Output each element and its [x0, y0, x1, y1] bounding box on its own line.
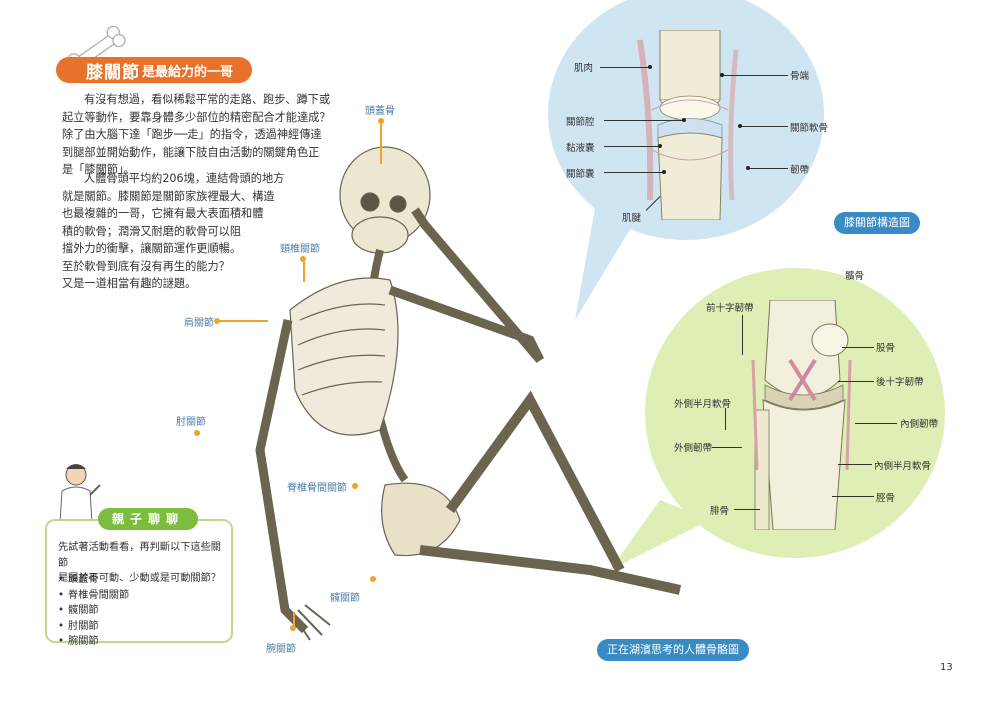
leader-line: [220, 320, 268, 322]
text-line: 積的軟骨；潤滑又耐磨的軟骨可以阻: [62, 224, 242, 238]
leader-dot: [648, 65, 652, 69]
text-line: 起立等動作，要靠身體多少部位的精密配合才能達成？: [62, 110, 331, 124]
leader-dot: [746, 166, 750, 170]
leader-line: [740, 126, 788, 127]
label-skull: 頭蓋骨: [365, 106, 395, 117]
leader-line: [604, 120, 684, 121]
list-item: 頭蓋骨: [58, 572, 129, 588]
leader-dot: [720, 73, 724, 77]
leader-line: [600, 67, 650, 68]
parent-child-tab: 親子聊聊: [98, 508, 198, 530]
label-bone-end: 骨端: [790, 71, 810, 82]
joint-dot: [194, 430, 200, 436]
leader-line: [832, 496, 874, 497]
leader-dot: [682, 118, 686, 122]
text-line: 至於軟骨到底有沒有再生的能力？: [62, 259, 230, 273]
label-lateral-meniscus: 外側半月軟骨: [674, 399, 732, 410]
label-pcl: 後十字韌帶: [876, 377, 924, 388]
text-line: 除了由大腦下達「跑步──走」的指令，透過神經傳達: [62, 128, 322, 141]
label-synovial-bursa: 黏液囊: [566, 143, 595, 154]
title-sub: 是最給力的一哥: [142, 64, 234, 80]
joint-dot: [378, 118, 384, 124]
label-cervical-joint: 頸椎關節: [280, 244, 320, 255]
title-banner: 膝關節 是最給力的一哥: [56, 57, 252, 83]
joint-dot: [290, 625, 296, 631]
skeleton-illustration: [255, 146, 682, 641]
leader-line: [855, 423, 897, 424]
leader-line: [722, 75, 788, 76]
label-femur: 股骨: [876, 343, 896, 354]
label-acl: 前十字韌帶: [706, 303, 754, 314]
label-shoulder-joint: 肩關節: [184, 318, 214, 329]
parent-child-list: 頭蓋骨 脊椎骨間關節 髖關節 肘關節 腕關節: [58, 572, 129, 650]
leader-dot: [658, 144, 662, 148]
label-medial-meniscus: 內側半月軟骨: [874, 461, 932, 472]
label-fibula: 腓骨: [710, 506, 730, 517]
text-line: 就是關節。膝關節是關節家族裡最大、構造: [62, 189, 275, 203]
leader-line: [725, 408, 726, 430]
text-line: 有沒有想過，看似稀鬆平常的走路、跑步、蹲下或: [84, 93, 331, 106]
list-item: 脊椎骨間關節: [58, 588, 129, 604]
joint-dot: [214, 318, 220, 324]
prompt-line: 是屬於不可動、少動或是可動關節？: [58, 573, 221, 584]
text-line: 又是一道相當有趣的謎題。: [62, 277, 197, 290]
label-tibia: 脛骨: [876, 493, 896, 504]
label-spine-joint: 脊椎骨間關節: [287, 483, 347, 494]
knee-cross-section-illustration: [637, 30, 739, 220]
leader-line: [380, 124, 382, 164]
knee-structure-caption: 膝關節構造圖: [834, 212, 920, 234]
leader-line: [604, 172, 664, 173]
parent-child-prompt: 先試著活動看看，再判斷以下這些關節 是屬於不可動、少動或是可動關節？: [58, 540, 228, 587]
label-lateral-ligament: 外側韌帶: [674, 443, 713, 454]
joint-dot: [352, 483, 358, 489]
leader-line: [734, 509, 760, 510]
joint-dot: [300, 256, 306, 262]
intro-paragraph-2: 人體骨頭平均約206塊，連結骨頭的地方 就是關節。膝關節是關節家族裡最大、構造 …: [62, 170, 285, 293]
doctor-icon: [59, 464, 101, 523]
knee-front-illustration: [751, 300, 852, 530]
text-line: 擋外力的衝擊，讓關節運作更順暢。: [62, 242, 242, 255]
text-line: 到腿部並開始動作，能讓下肢自由活動的關鍵角色正: [62, 145, 320, 159]
label-medial-ligament: 內側韌帶: [900, 419, 939, 430]
text-line: 也最複雜的一哥，它擁有最大表面積和體: [62, 207, 264, 220]
speech-bubble-tail: [575, 180, 660, 320]
leader-line: [838, 381, 874, 382]
joint-dot: [370, 576, 376, 582]
leader-line: [293, 612, 295, 626]
leader-line: [712, 447, 742, 448]
text-line: 人體骨頭平均約206塊，連結骨頭的地方: [84, 172, 285, 185]
leader-line: [842, 347, 874, 348]
speech-bubble-tail: [610, 500, 710, 570]
skeleton-caption: 正在湖濱思考的人體骨骼圖: [597, 639, 749, 661]
intro-paragraph-1: 有沒有想過，看似稀鬆平常的走路、跑步、蹲下或 起立等動作，要靠身體多少部位的精密…: [62, 91, 331, 179]
list-item: 肘關節: [58, 619, 129, 635]
list-item: 腕關節: [58, 634, 129, 650]
label-wrist-joint: 腕關節: [266, 644, 296, 655]
leader-dot: [738, 124, 742, 128]
leader-line: [742, 315, 743, 355]
prompt-line: 先試著活動看看，再判斷以下這些關節: [58, 542, 221, 569]
list-item: 髖關節: [58, 603, 129, 619]
label-ligament: 韌帶: [790, 165, 810, 176]
label-elbow-joint: 肘關節: [176, 417, 206, 428]
leader-line: [303, 262, 305, 282]
leader-line: [604, 146, 660, 147]
label-joint-capsule: 關節囊: [566, 169, 595, 180]
page-number: 13: [940, 662, 953, 673]
label-tendon: 肌腱: [622, 213, 642, 224]
label-muscle: 肌肉: [574, 63, 594, 74]
label-patella: 髕骨: [845, 271, 865, 282]
leader-line: [838, 464, 872, 465]
title-main: 膝關節: [86, 62, 140, 83]
text-line: 是「膝關節」。: [62, 163, 135, 176]
label-hip-joint: 髖關節: [330, 593, 360, 604]
label-joint-cavity: 關節腔: [566, 117, 595, 128]
leader-line: [748, 168, 788, 169]
label-cartilage: 關節軟骨: [790, 123, 829, 134]
leader-dot: [662, 170, 666, 174]
